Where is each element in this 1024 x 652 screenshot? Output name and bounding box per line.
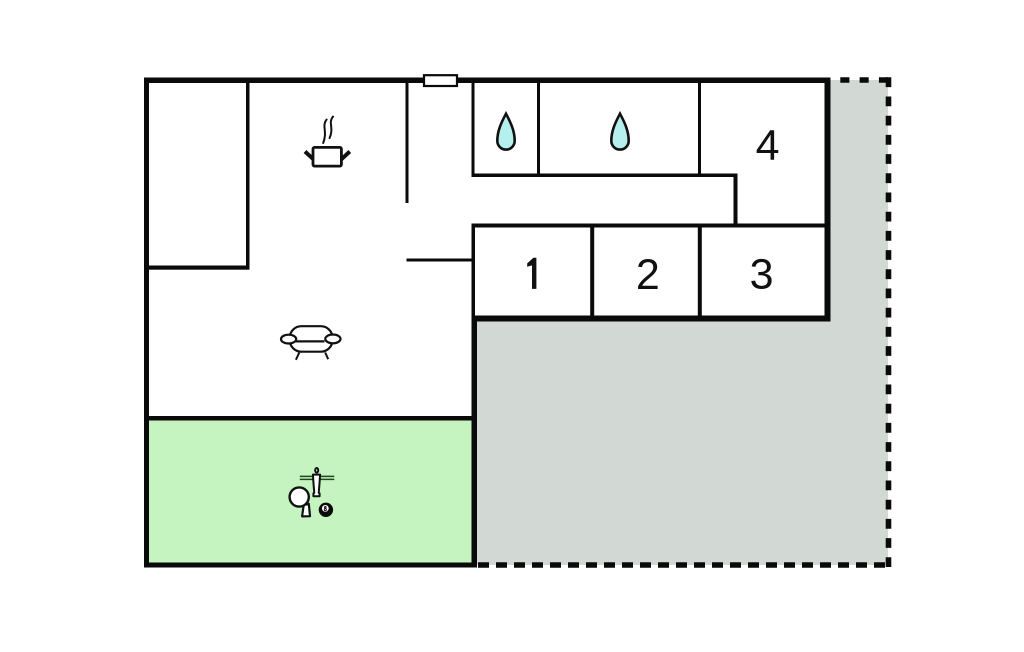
svg-text:2: 2: [636, 251, 660, 299]
svg-text:3: 3: [750, 251, 774, 299]
svg-text:4: 4: [756, 121, 780, 169]
